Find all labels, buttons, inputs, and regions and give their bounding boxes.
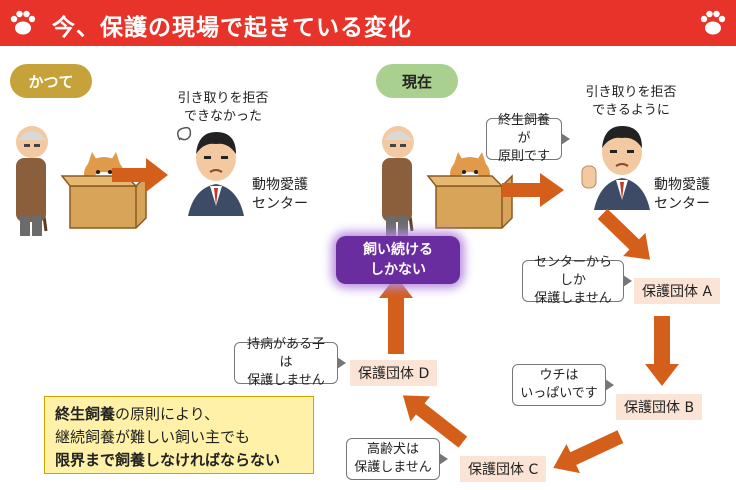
page-title: 今、保護の現場で起きている変化 xyxy=(52,15,412,41)
group-b-box: 保護団体 B xyxy=(616,394,703,420)
past-center-label: 動物愛護 センター xyxy=(252,177,308,212)
group-a-note: センターからしか 保護しません xyxy=(522,255,632,306)
now-caption: 引き取りを拒否 できるように xyxy=(585,85,677,118)
summary-note: 終生飼養の原則により、 継続飼養が難しい飼い主でも 限界まで飼養しなければならな… xyxy=(44,396,314,474)
paw-icon xyxy=(700,10,726,35)
group-a-box: 保護団体 A xyxy=(634,278,721,304)
center-speech-bubble: 終生飼養が 原則です xyxy=(486,113,570,164)
now-center-label: 動物愛護 センター xyxy=(654,177,710,212)
paw-icon xyxy=(10,10,36,35)
past-caption: 引き取りを拒否 できなかった xyxy=(177,91,269,124)
group-c-note: 高齢犬は 保護しません xyxy=(346,438,448,480)
group-d-note: 持病がある子は 保護しません xyxy=(234,337,346,388)
group-c-box: 保護団体 C xyxy=(460,456,547,482)
group-b-note: ウチは いっぱいです xyxy=(512,364,614,406)
header-bar xyxy=(0,0,736,46)
past-label: かつて xyxy=(10,64,92,98)
now-label: 現在 xyxy=(376,64,458,98)
group-d-box: 保護団体 D xyxy=(350,360,438,386)
keep-feeding-box: 飼い続ける しかない xyxy=(336,236,460,284)
